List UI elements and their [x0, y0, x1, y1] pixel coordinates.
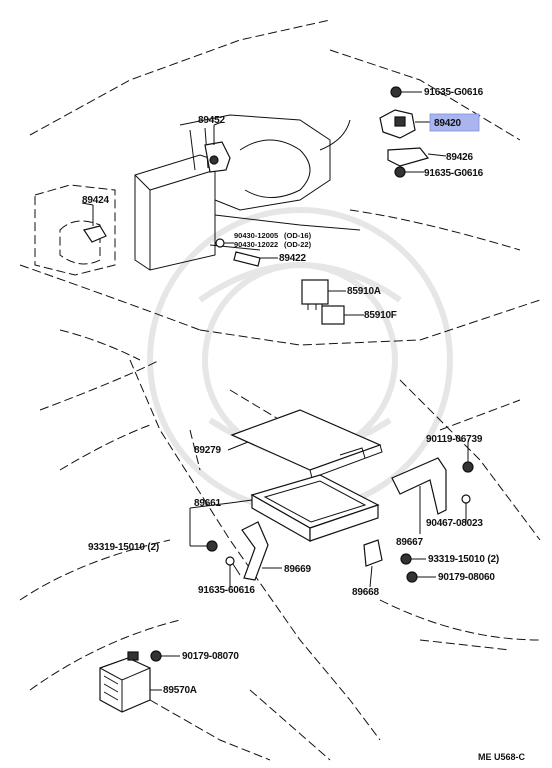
bracket-89669 [241, 521, 269, 581]
label-89669[interactable]: 89669 [284, 564, 312, 575]
label-89661[interactable]: 89661 [194, 498, 222, 509]
ecu-plate-89279 [230, 409, 383, 479]
label-90179-08070: 90179-08070 [182, 651, 239, 662]
bolt-91635-bottom [394, 166, 406, 178]
sensor-89422 [215, 238, 261, 267]
relay-85910F [321, 305, 345, 325]
engine-block [134, 114, 361, 271]
label-90430-12022: 90430-12022 [234, 240, 278, 249]
label-89668[interactable]: 89668 [352, 587, 380, 598]
washer-90179-08070 [150, 650, 162, 662]
sensor-89452 [204, 141, 231, 173]
label-90430-12005-note: (OD-16) [284, 231, 312, 240]
label-89420[interactable]: 89420 [434, 118, 462, 129]
bolt-90119 [462, 461, 474, 473]
label-89279[interactable]: 89279 [194, 445, 222, 456]
relay-85910A [301, 279, 329, 310]
label-93319-left: 93319-15010 (2) [88, 542, 159, 553]
label-89570A[interactable]: 89570A [163, 685, 197, 696]
sensor-89424 [83, 225, 107, 243]
left-panel [34, 184, 116, 276]
label-89667[interactable]: 89667 [396, 537, 424, 548]
nut-93319-left [206, 540, 218, 552]
label-89452[interactable]: 89452 [198, 115, 226, 126]
label-90179-08060: 90179-08060 [438, 572, 495, 583]
bolt-91635-60616 [225, 556, 241, 576]
label-85910A[interactable]: 85910A [347, 286, 381, 297]
bolt-91635-top [390, 86, 402, 98]
bracket-89667 [391, 457, 447, 515]
label-91635-bottom: 91635-G0616 [424, 168, 484, 179]
label-90430-12022-note: (OD-22) [284, 240, 312, 249]
nut-90467 [461, 494, 471, 504]
leader-lines [81, 91, 469, 691]
label-85910F[interactable]: 85910F [364, 310, 397, 321]
label-91635-60616: 91635-60616 [198, 585, 255, 596]
sensor-89420 [379, 109, 416, 139]
ecu-89661 [250, 474, 380, 543]
bracket-89668 [363, 539, 383, 567]
label-89424[interactable]: 89424 [82, 195, 110, 206]
label-89422[interactable]: 89422 [279, 253, 307, 264]
label-91635-top: 91635-G0616 [424, 87, 484, 98]
body-outline [19, 19, 541, 761]
label-90119-06739: 90119-06739 [426, 434, 483, 445]
label-89426[interactable]: 89426 [446, 152, 474, 163]
diagram-code: ME U568-C [478, 752, 526, 762]
bracket-89426 [387, 147, 430, 167]
label-90430-12005: 90430-12005 [234, 231, 278, 240]
label-90467-08023: 90467-08023 [426, 518, 483, 529]
module-89570A [99, 651, 151, 713]
nut-93319-right [400, 553, 412, 565]
washer-90179-08060 [406, 571, 418, 583]
label-93319-right: 93319-15010 (2) [428, 554, 499, 565]
highlight-box-89420 [429, 113, 480, 132]
part-labels: 91635-G0616 89420 89426 91635-G0616 8945… [82, 87, 526, 762]
